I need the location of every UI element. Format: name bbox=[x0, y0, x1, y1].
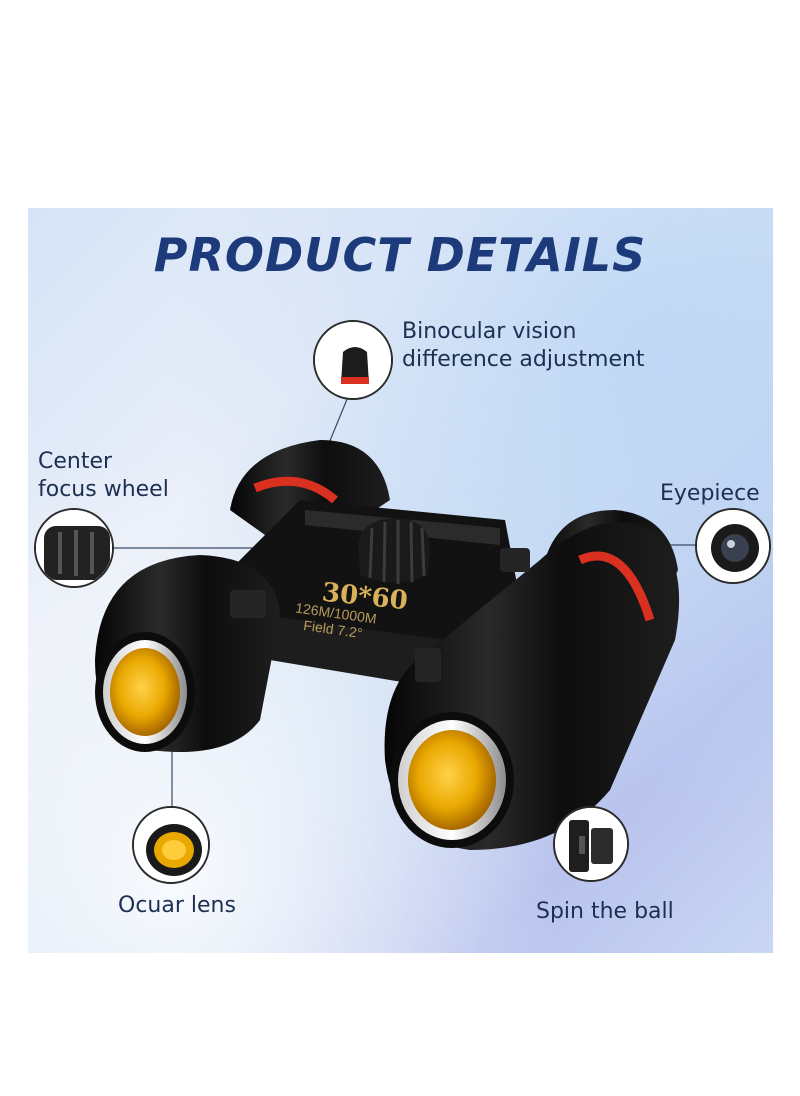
ocular-lens-icon bbox=[134, 808, 208, 882]
center-focus-label: Center focus wheel bbox=[38, 448, 169, 504]
callout-eyepiece bbox=[695, 508, 771, 584]
left-objective-lens bbox=[110, 648, 180, 736]
binocular-vision-label: Binocular vision difference adjustment bbox=[402, 318, 645, 374]
callout-ocular-lens bbox=[132, 806, 210, 884]
pivot-clips bbox=[230, 548, 530, 682]
center-focus-label-line1: Center bbox=[38, 449, 113, 474]
binocular-vision-label-line1: Binocular vision bbox=[402, 319, 577, 344]
right-objective-lens bbox=[408, 730, 496, 830]
model-marking: 30*60 126M/1000M Field 7.2° bbox=[294, 578, 409, 642]
center-focus-label-line2: focus wheel bbox=[38, 477, 169, 502]
callout-spin-ball bbox=[553, 806, 629, 882]
callout-focus-wheel bbox=[34, 508, 114, 588]
hinge-ball-icon bbox=[555, 808, 627, 880]
ocular-lens-label: Ocuar lens bbox=[118, 893, 236, 918]
page-title: PRODUCT DETAILS bbox=[153, 228, 647, 282]
focus-wheel-graphic bbox=[358, 518, 430, 584]
front-right-barrel bbox=[384, 522, 680, 850]
eyepiece-label: Eyepiece bbox=[660, 481, 760, 506]
eyepiece-icon bbox=[697, 510, 769, 582]
front-left-barrel bbox=[95, 555, 280, 752]
binocular-vision-label-line2: difference adjustment bbox=[402, 347, 645, 372]
callout-diopter bbox=[313, 320, 393, 400]
diopter-ring-icon bbox=[315, 322, 391, 398]
spin-the-ball-label: Spin the ball bbox=[536, 899, 674, 924]
focus-wheel-icon bbox=[36, 510, 112, 586]
